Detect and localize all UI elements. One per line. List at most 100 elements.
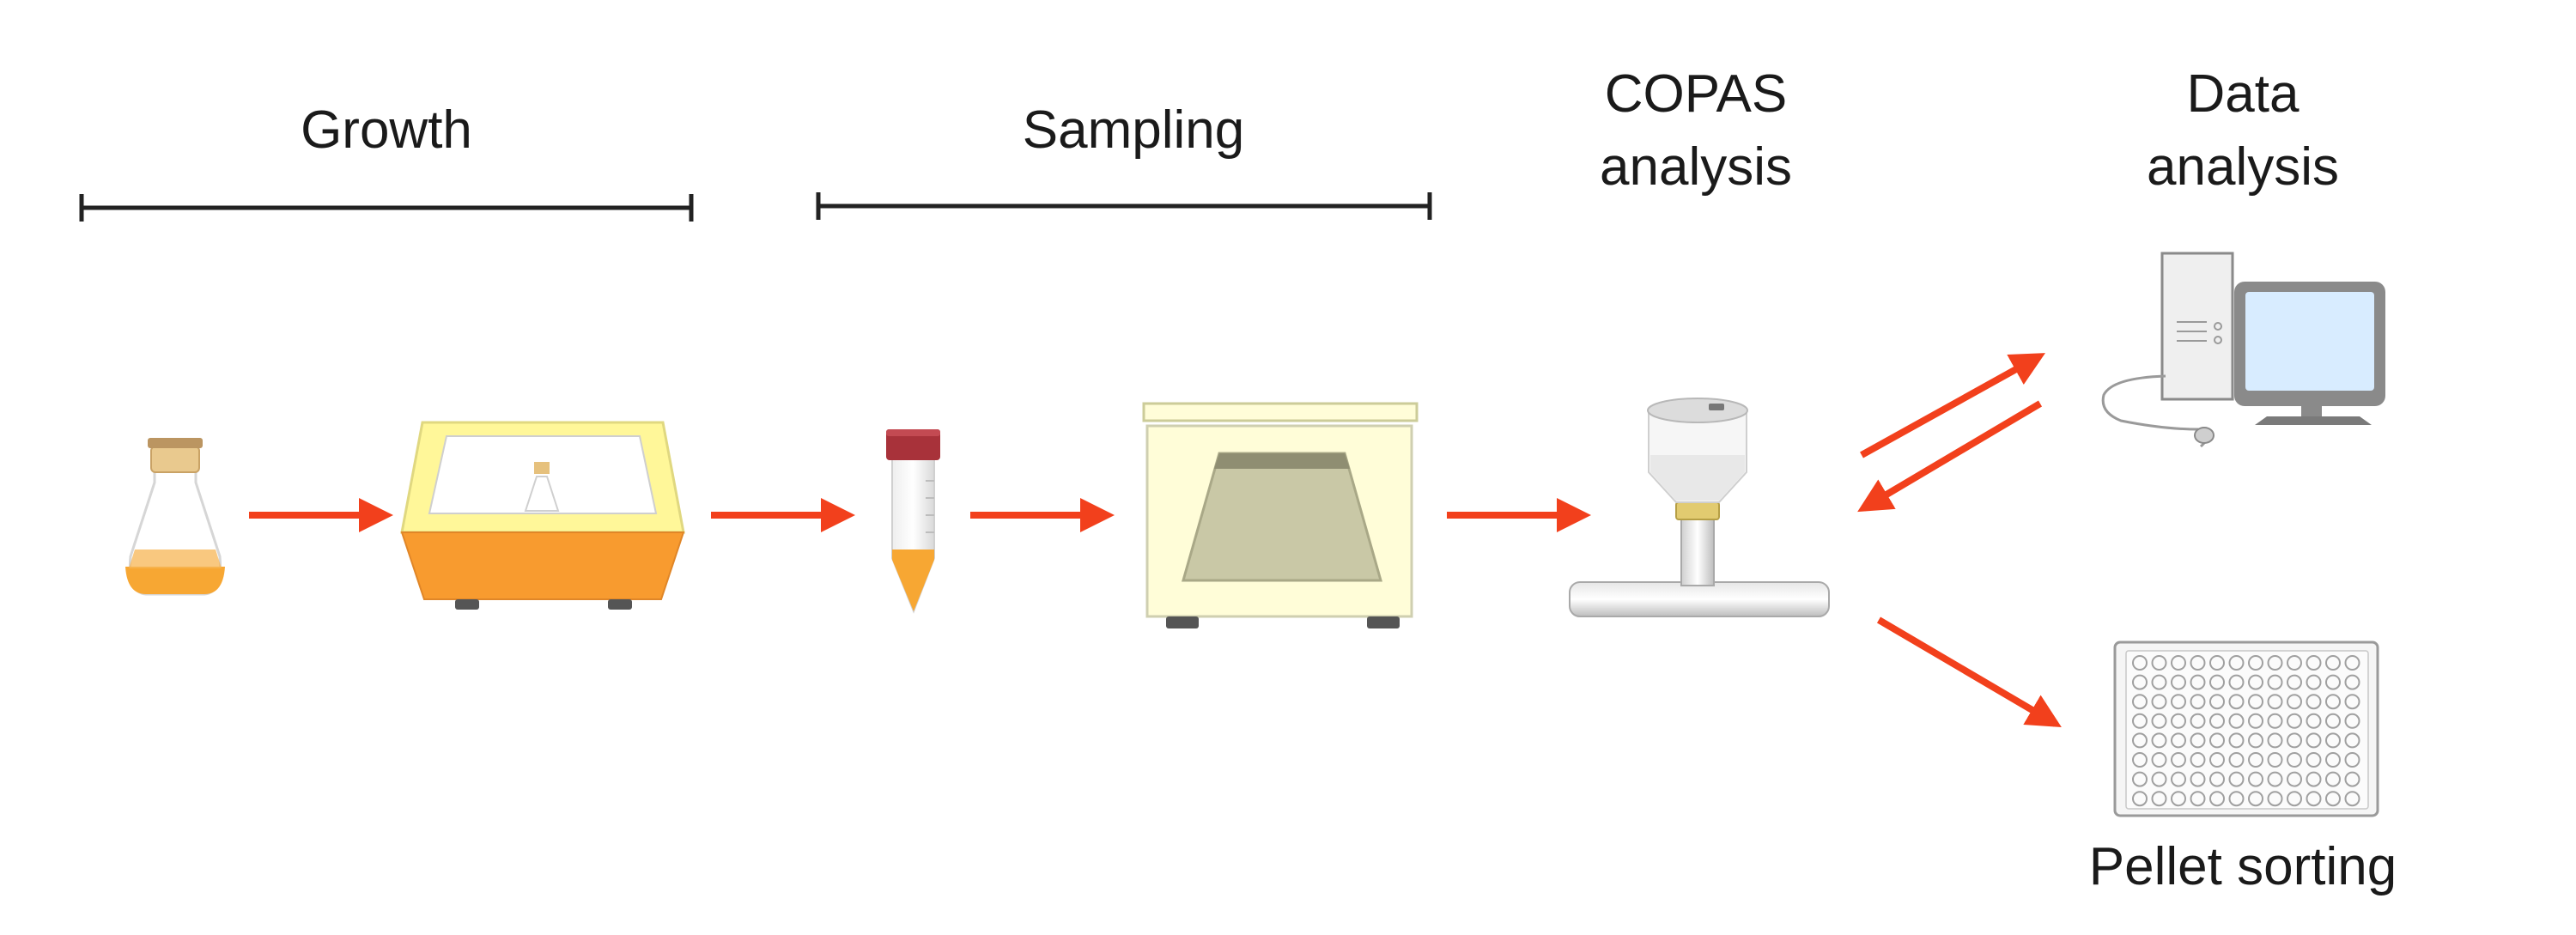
workflow-arrows [249, 353, 2062, 728]
plate-well [2190, 752, 2206, 768]
plate-well [2248, 752, 2263, 768]
plate-well [2171, 771, 2186, 787]
plate-well [2209, 674, 2225, 690]
plate-well [2132, 713, 2148, 729]
plate-well [2171, 713, 2186, 729]
plate-well [2190, 771, 2206, 787]
plate-well [2209, 752, 2225, 768]
centrifuge-icon [1142, 402, 1419, 628]
falcon-tube-icon [886, 429, 940, 614]
computer-icon [2101, 252, 2385, 448]
copas-label-line1: COPAS [1605, 64, 1787, 124]
plate-well [2209, 713, 2225, 729]
plate-well [2325, 694, 2341, 710]
plate-well [2325, 771, 2341, 787]
plate-well [2267, 694, 2283, 710]
plate-well [2132, 791, 2148, 807]
plate-well [2306, 694, 2322, 710]
plate-well [2248, 713, 2263, 729]
plate-well [2171, 791, 2186, 807]
plate-well [2190, 694, 2206, 710]
plate-well [2228, 732, 2245, 749]
plate-well [2171, 655, 2186, 671]
plate-well [2267, 752, 2283, 768]
plate-well [2228, 752, 2245, 768]
plate-well [2267, 791, 2283, 807]
plate-well [2228, 791, 2245, 807]
plate-well [2209, 655, 2225, 671]
plate-well [2287, 713, 2302, 729]
data-label-line1: Data [2187, 64, 2300, 124]
plate-well [2248, 655, 2263, 671]
plate-well [2325, 674, 2341, 690]
plate-well [2190, 732, 2206, 749]
plate-well [2228, 771, 2245, 787]
plate-well [2151, 713, 2167, 729]
arrow-copas-to-plate [1876, 616, 2062, 728]
plate-well [2248, 674, 2263, 690]
arrow-computer-to-copas [1857, 400, 2043, 513]
sampling-label: Sampling [1023, 100, 1244, 160]
plate-well [2132, 771, 2148, 787]
plate-well [2228, 713, 2245, 729]
plate-well [2151, 732, 2167, 749]
plate-well [2306, 674, 2322, 690]
sampling-bracket [816, 192, 1432, 220]
data-label-line2: analysis [2147, 137, 2339, 197]
plate-well [2151, 791, 2167, 807]
plate-well [2287, 674, 2302, 690]
plate-well [2325, 655, 2341, 671]
plate-well [2287, 655, 2302, 671]
plate-well [2267, 732, 2283, 749]
plate-well [2171, 732, 2186, 749]
plate-well [2171, 752, 2186, 768]
growth-label: Growth [301, 100, 472, 160]
growth-bracket [79, 194, 694, 222]
plate-well [2287, 732, 2302, 749]
well-plate-icon [2113, 641, 2379, 817]
plate-well [2171, 674, 2186, 690]
plate-well [2171, 694, 2186, 710]
plate-well [2209, 791, 2225, 807]
arrow-copas-to-computer [1860, 353, 2045, 458]
plate-well [2325, 791, 2341, 807]
plate-well [2151, 771, 2167, 787]
plate-well [2248, 732, 2263, 749]
plate-well [2267, 655, 2283, 671]
pellet-sorting-label: Pellet sorting [2089, 837, 2397, 896]
plate-well [2267, 713, 2283, 729]
flask-icon [125, 438, 225, 596]
plate-well [2306, 791, 2322, 807]
plate-well [2306, 655, 2322, 671]
plate-well [2151, 752, 2167, 768]
plate-well [2344, 713, 2360, 729]
plate-well [2267, 771, 2283, 787]
plate-well [2248, 694, 2263, 710]
plate-well [2267, 674, 2283, 690]
copas-label-line2: analysis [1600, 137, 1792, 197]
plate-well [2209, 694, 2225, 710]
plate-well [2132, 732, 2148, 749]
plate-well [2190, 713, 2206, 729]
plate-well [2287, 791, 2302, 807]
plate-well [2151, 674, 2167, 690]
plate-well [2287, 771, 2302, 787]
plate-well [2132, 752, 2148, 768]
plate-well [2228, 694, 2245, 710]
plate-well [2209, 732, 2225, 749]
plate-well [2287, 752, 2302, 768]
plate-well [2344, 732, 2360, 749]
plate-well [2325, 713, 2341, 729]
plate-well [2344, 694, 2360, 710]
plate-well [2344, 674, 2360, 690]
shaker-incubator-icon [400, 421, 685, 610]
plate-well [2132, 674, 2148, 690]
copas-sorter-icon [1569, 398, 1830, 617]
plate-well [2132, 655, 2148, 671]
plate-well [2151, 655, 2167, 671]
plate-well [2228, 674, 2245, 690]
plate-well [2325, 752, 2341, 768]
plate-well [2344, 791, 2360, 807]
plate-well [2344, 752, 2360, 768]
